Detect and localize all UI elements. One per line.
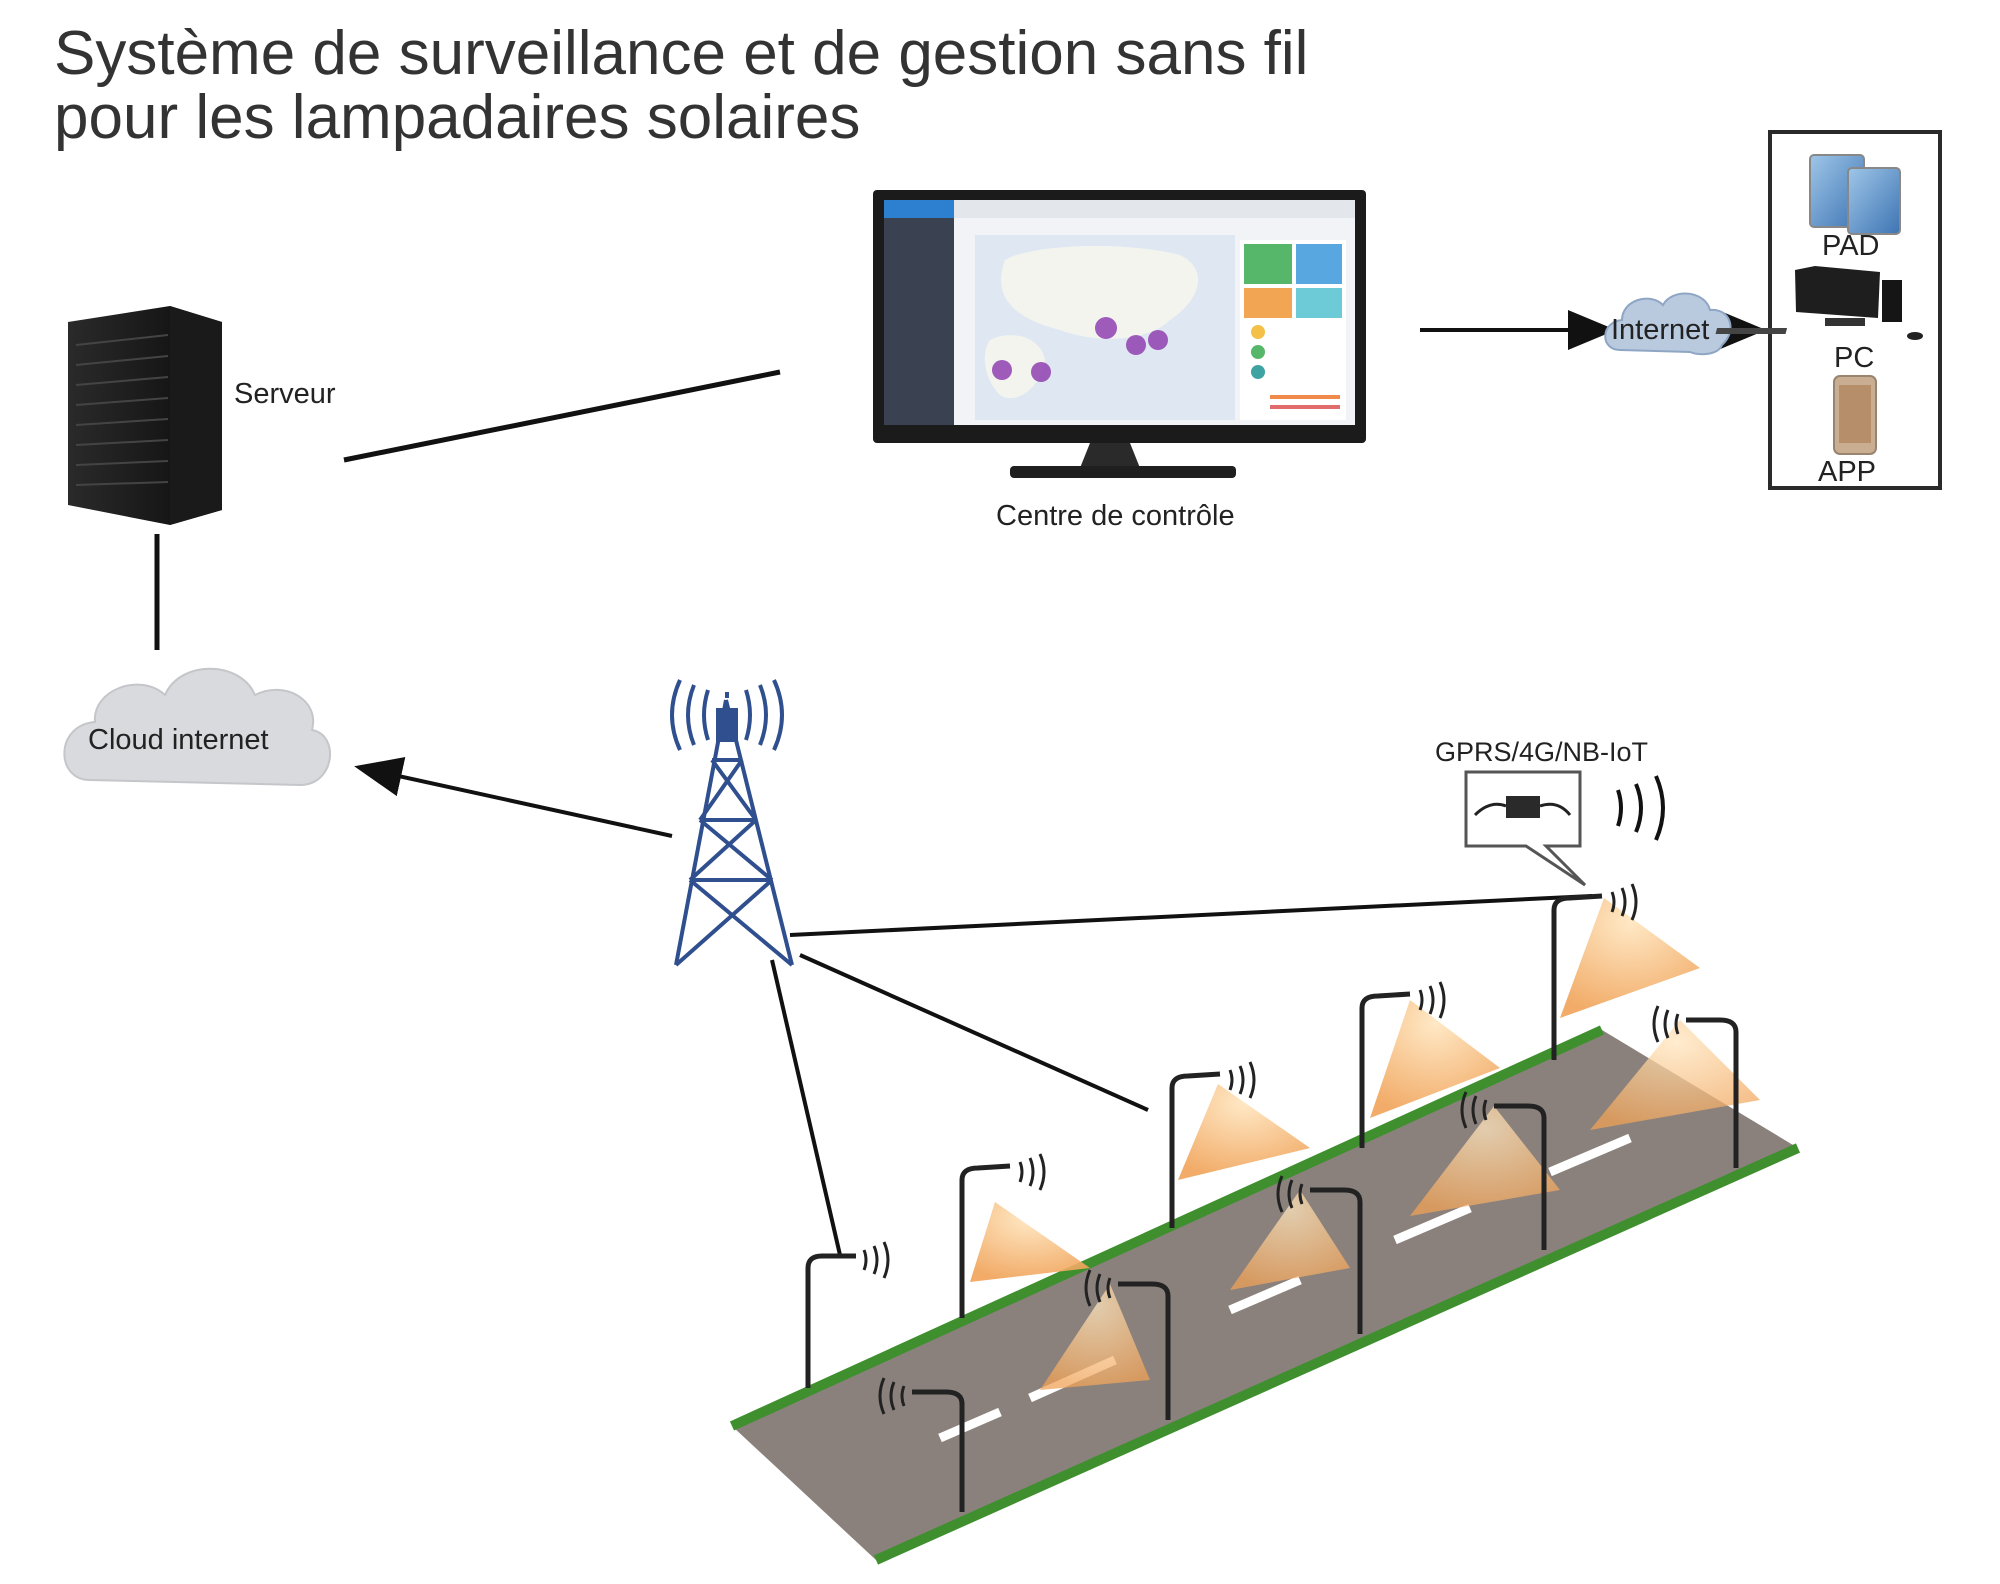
gprs-label: GPRS/4G/NB-IoT bbox=[1435, 737, 1649, 767]
control-center-monitor bbox=[873, 190, 1366, 478]
tower-lamp-link-2 bbox=[799, 953, 1149, 1112]
cell-tower-icon bbox=[670, 679, 794, 967]
server-label: Serveur bbox=[234, 378, 336, 410]
pad-label: PAD bbox=[1822, 230, 1880, 262]
cloud-icon bbox=[63, 667, 332, 787]
street-lamp bbox=[1551, 883, 1700, 1060]
street-lamp bbox=[1169, 1061, 1310, 1228]
control-center-label: Centre de contrôle bbox=[996, 500, 1235, 532]
server-control-link bbox=[343, 369, 781, 463]
street-lamp bbox=[1040, 1269, 1171, 1420]
street-lamp bbox=[1230, 1175, 1363, 1334]
street-lamp bbox=[1359, 981, 1500, 1148]
street-lamp bbox=[959, 1153, 1090, 1318]
smartphone-icon bbox=[1833, 375, 1877, 455]
app-label: APP bbox=[1818, 456, 1877, 488]
title-line-1: Système de surveillance et de gestion sa… bbox=[54, 19, 1309, 88]
cloud-internet-label: Cloud internet bbox=[88, 724, 269, 756]
internet-label: Internet bbox=[1611, 314, 1710, 346]
tower-lamp-link-3 bbox=[770, 959, 842, 1256]
street-lamp bbox=[1410, 1091, 1560, 1250]
diagram-title: Système de surveillance et de gestion sa… bbox=[54, 22, 1308, 150]
street-lamp bbox=[1590, 1005, 1760, 1168]
tower-cloud-arrow bbox=[354, 757, 673, 838]
gprs-module-callout bbox=[1464, 770, 1587, 887]
desktop-pc-icon bbox=[1715, 266, 1923, 340]
server-icon bbox=[68, 306, 222, 525]
street-lamp bbox=[805, 1241, 890, 1388]
title-line-2: pour les lampadaires solaires bbox=[54, 83, 861, 152]
tablet-icon bbox=[1809, 154, 1901, 235]
tower-lamp-link-1 bbox=[789, 894, 1593, 937]
pc-label: PC bbox=[1834, 342, 1875, 374]
gprs-signal-icon bbox=[1616, 775, 1665, 841]
internet-cloud-icon bbox=[1604, 292, 1732, 356]
street-lamp bbox=[878, 1377, 965, 1512]
